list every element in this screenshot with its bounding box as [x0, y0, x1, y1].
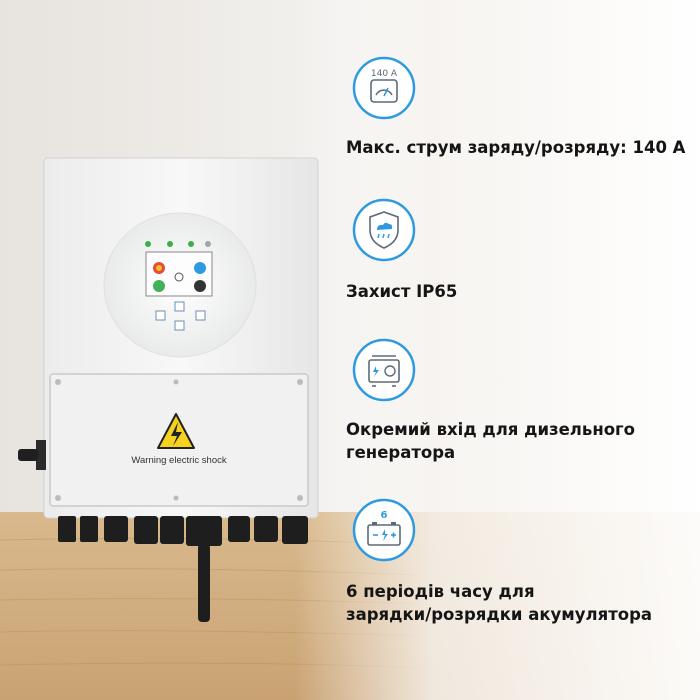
battery-icon-label: 6	[381, 510, 388, 521]
feature-ip65: Захист IP65	[340, 198, 690, 308]
inverter-unit: Warning electric shock	[18, 157, 319, 622]
feature-line: 6 періодів часу для	[346, 582, 535, 601]
feature-line: Захист IP65	[346, 282, 458, 301]
status-light	[205, 241, 211, 247]
panel-button	[155, 310, 166, 321]
generator-icon	[352, 338, 416, 402]
feature-time-periods: 6 6 періодів часу для зарядки/розрядки а…	[340, 494, 690, 634]
feature-generator-input: Окремий вхід для дизельного генератора	[340, 338, 690, 468]
panel-button	[174, 320, 185, 331]
battery-icon: 6	[352, 498, 416, 562]
current-icon-label: 140 A	[371, 69, 398, 79]
current-meter-icon: 140 A	[352, 56, 416, 120]
status-light	[145, 241, 151, 247]
shield-rain-icon	[352, 198, 416, 262]
feature-line: Макс. струм заряду/розряду: 140 А	[346, 138, 686, 157]
feature-line: Окремий вхід для дизельного	[346, 420, 636, 439]
feature-line: зарядки/розрядки акумулятора	[346, 605, 653, 624]
cable-glands	[58, 516, 308, 622]
status-light	[188, 241, 194, 247]
feature-line: генератора	[346, 443, 456, 462]
status-light	[167, 241, 173, 247]
feature-max-current: 140 A Макс. струм заряду/розряду: 140 А	[340, 50, 690, 180]
panel-button	[174, 301, 185, 312]
panel-button	[195, 310, 206, 321]
warning-label: Warning electric shock	[131, 455, 226, 466]
